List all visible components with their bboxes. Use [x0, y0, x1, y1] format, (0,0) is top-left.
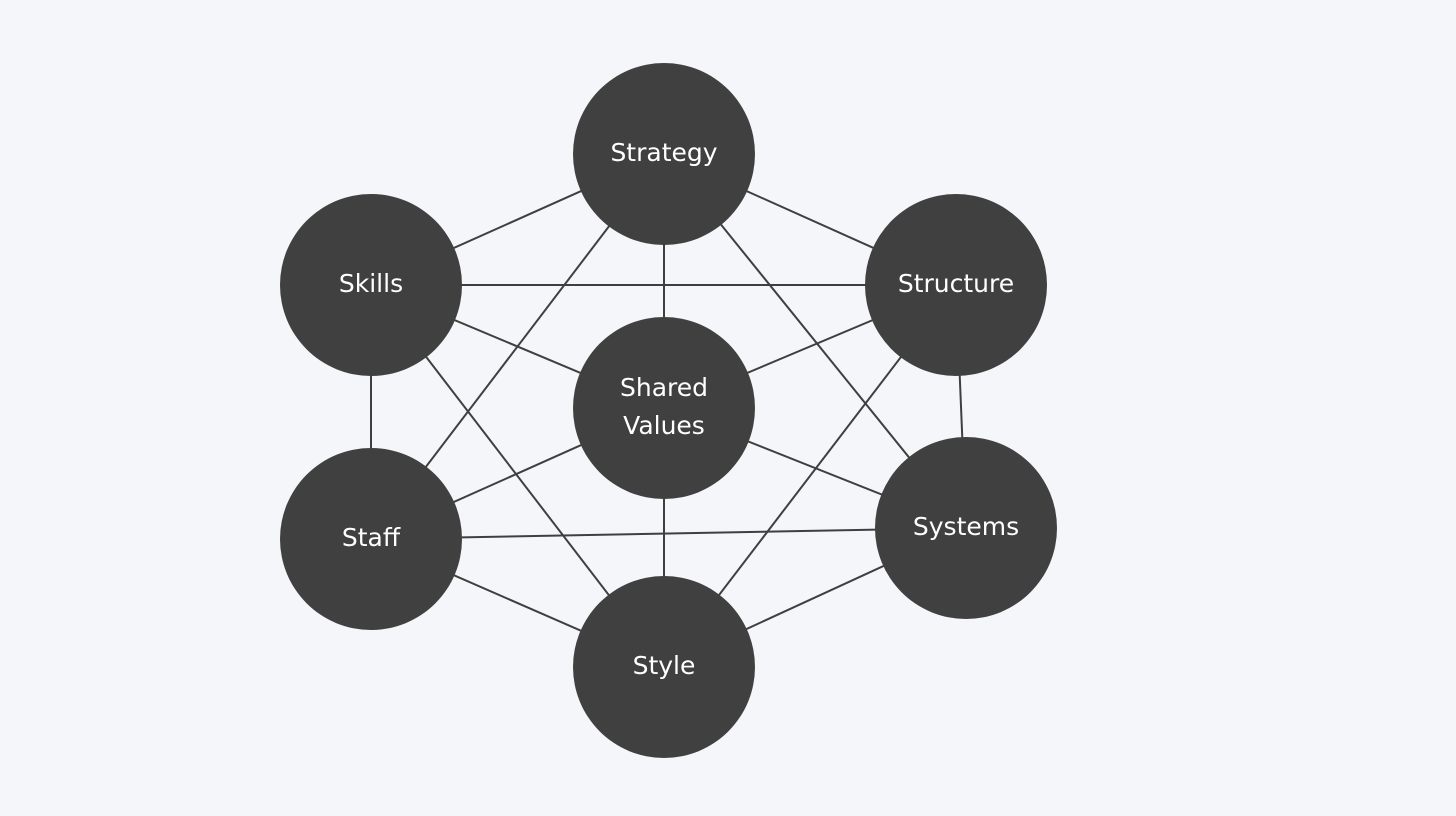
node-label-shared-values-line-2: Values	[623, 411, 705, 440]
node-label-shared-values-line-1: Shared	[620, 373, 708, 402]
node-circle-shared-values	[573, 317, 755, 499]
node-label-style: Style	[633, 651, 696, 680]
node-style: Style	[573, 576, 755, 758]
node-circle-strategy	[573, 63, 755, 245]
node-structure: Structure	[865, 194, 1047, 376]
node-label-skills: Skills	[339, 269, 403, 298]
node-circle-skills	[280, 194, 462, 376]
node-staff: Staff	[280, 448, 462, 630]
node-label-strategy: Strategy	[610, 138, 717, 167]
node-strategy: Strategy	[573, 63, 755, 245]
node-circle-style	[573, 576, 755, 758]
node-circle-staff	[280, 448, 462, 630]
node-skills: Skills	[280, 194, 462, 376]
node-label-staff: Staff	[342, 523, 401, 552]
node-label-structure: Structure	[898, 269, 1014, 298]
edge-staff-systems	[370, 527, 967, 540]
node-systems: Systems	[875, 437, 1057, 619]
node-circle-systems	[875, 437, 1057, 619]
node-circle-structure	[865, 194, 1047, 376]
node-label-systems: Systems	[913, 512, 1019, 541]
